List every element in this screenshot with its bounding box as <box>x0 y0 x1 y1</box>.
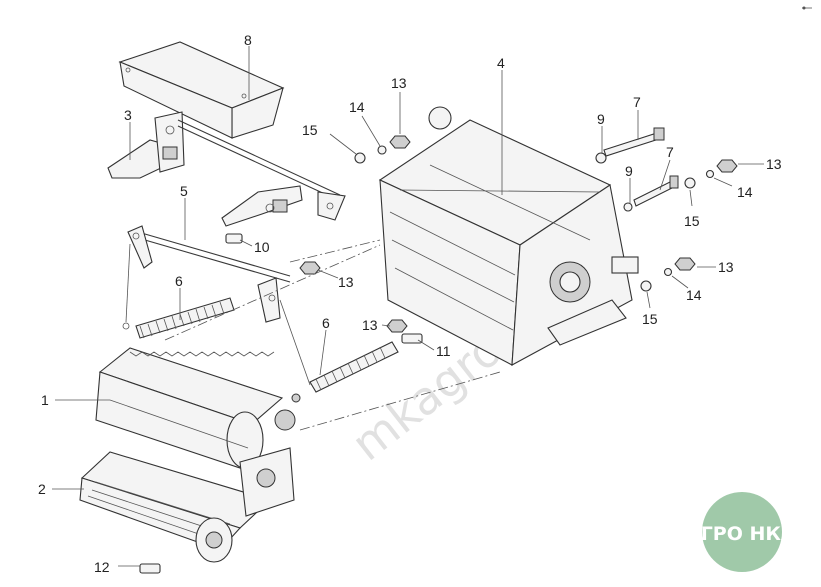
callout-15a: 15 <box>302 122 318 138</box>
callout-6b: 6 <box>322 315 330 331</box>
assembly-guide-lines <box>164 239 501 431</box>
callout-14b: 14 <box>737 184 753 200</box>
callout-9b: 9 <box>625 163 633 179</box>
callout-6a: 6 <box>175 273 183 289</box>
callout-8: 8 <box>244 32 252 48</box>
part-5-shaft <box>122 225 291 330</box>
callout-7b: 7 <box>666 144 674 160</box>
leader-lines <box>52 46 764 567</box>
part-6-spring-left <box>135 297 235 339</box>
callout-14a: 14 <box>349 99 365 115</box>
logo: АГРО НКА <box>686 492 796 572</box>
callout-labels: 8 3 4 5 6 6 7 7 9 9 10 11 1 2 12 13 13 1… <box>38 32 782 575</box>
callout-11: 11 <box>436 343 451 359</box>
callout-2: 2 <box>38 481 46 497</box>
callout-10: 10 <box>254 239 270 255</box>
callout-7a: 7 <box>633 94 641 110</box>
callout-13e: 13 <box>718 259 734 275</box>
part-4-housing <box>378 106 639 366</box>
callout-15b: 15 <box>684 213 700 229</box>
part-1-roller-upper <box>95 347 301 469</box>
part-bracket-lower <box>221 185 346 227</box>
part-2-roller-lower <box>79 447 295 563</box>
part-6-spring-right <box>279 299 399 393</box>
callout-13d: 13 <box>766 156 782 172</box>
callout-5: 5 <box>180 183 188 199</box>
callout-14c: 14 <box>686 287 702 303</box>
corner-mark <box>802 6 812 10</box>
hardware-nuts-washers <box>299 135 738 344</box>
callout-13c: 13 <box>362 317 378 333</box>
part-8-cover <box>118 41 285 139</box>
callout-1: 1 <box>41 392 49 408</box>
callout-3: 3 <box>124 107 132 123</box>
callout-9a: 9 <box>597 111 605 127</box>
part-10-pin <box>225 233 243 244</box>
logo-text: АГРО НКА <box>686 523 796 545</box>
part-3-bracket <box>107 111 341 202</box>
callout-15c: 15 <box>642 311 658 327</box>
logo-circle <box>702 492 782 572</box>
callout-13a: 13 <box>391 75 407 91</box>
part-12-pin <box>139 563 161 574</box>
hardware-bolts <box>603 127 679 207</box>
callout-13b: 13 <box>338 274 354 290</box>
callout-4: 4 <box>497 55 505 71</box>
callout-12: 12 <box>94 559 110 575</box>
